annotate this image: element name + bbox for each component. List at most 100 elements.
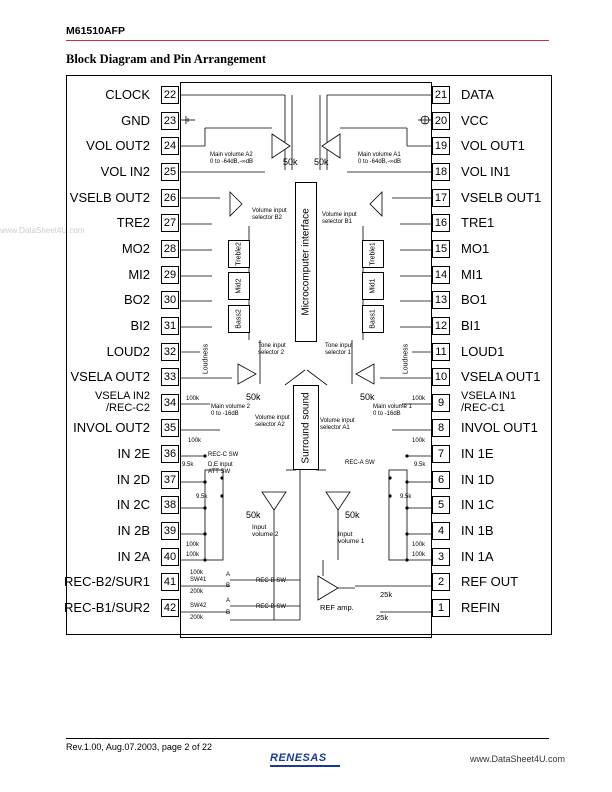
pin-31-number: 31 [161,316,179,335]
section-title: Block Diagram and Pin Arrangement [66,52,266,66]
pin-32-name: LOUD2 [106,343,150,359]
pin-35-number: 35 [161,419,179,438]
pin-16-number: 16 [432,214,450,233]
pin-9-number: 9 [432,393,450,412]
pin-42-number: 42 [161,599,179,617]
pin-37-number: 37 [161,470,179,489]
input-volume-1-label: Input volume 1 [338,531,365,545]
pin-17-name: VSELB OUT1 [461,189,542,205]
resistor-50k-a1: 50k [314,157,329,167]
loudness2-block: Loudness [200,343,212,375]
resistor-25k-b: 25k [376,613,389,622]
header-rule [66,40,549,41]
volume-selector-a1-label: Volume input selector A1 [320,418,355,431]
bass2-block: Bass2 [228,305,250,333]
pin-34-number: 34 [161,393,179,412]
pin-5-number: 5 [432,496,450,515]
switch-a-42: A [226,598,231,604]
main-volume-a2-label: Main volume A2 0 to -64dB,-∞dB [210,152,253,165]
sw41-label: SW41 [190,577,207,583]
pin-23-number: 23 [161,111,179,130]
pin-26-name: VSELB OUT2 [69,189,150,205]
pin-5-name: IN 1C [461,497,495,513]
resistor-100k-40: 100k [186,552,200,558]
loudness1-block: Loudness [400,344,412,374]
mid2-label: Mid2 [235,278,243,294]
resistor-100k-9: 100k [412,396,426,402]
surround-sound-block: Surround sound [293,385,319,470]
pin-38-number: 38 [161,496,179,515]
pin-21-number: 21 [432,86,450,104]
pin-40-number: 40 [161,547,179,566]
loudness2-label: Loudness [202,343,210,375]
resistor-100k-8: 100k [412,438,426,444]
pin-19-number: 19 [432,137,450,156]
pin-25-number: 25 [161,162,179,181]
revision-info: Rev.1.00, Aug.07.2003, page 2 of 22 [66,742,212,752]
resistor-100k-34: 100k [186,396,200,402]
pin-42-name: REC-B1/SUR2 [64,600,150,615]
pin-32-number: 32 [161,342,179,361]
pin-1-name: REFIN [461,600,500,615]
pin-24-name: VOL OUT2 [86,138,150,154]
resistor-50k-a2: 50k [283,157,298,167]
pin-4-number: 4 [432,522,450,541]
pin-36-name: IN 2E [117,446,150,462]
pin-29-name: MI2 [128,266,150,282]
tone-selector-2-label: Tone input selector 2 [258,343,286,356]
pin-17-number: 17 [432,188,450,207]
pin-13-name: BO1 [461,292,488,308]
main-volume-b2-label: Main volume 2 0 to -16dB [211,404,251,417]
renesas-logo: RENESAS [270,752,327,764]
chip-outline [180,82,432,638]
sw42-label: SW42 [190,603,207,609]
pin-30-number: 30 [161,291,179,310]
pin-24-number: 24 [161,137,179,156]
tone-selector-1-label: Tone input selector 1 [325,343,353,356]
de-input-att-switch-label: D,E input ATT SW [208,462,233,475]
treble2-label: Treble2 [235,242,243,266]
pin-6-name: IN 1D [461,471,495,487]
pin-30-name: BO2 [123,292,150,308]
pin-23-name: GND [121,112,150,128]
pin-22-name: CLOCK [105,87,150,102]
pin-21-name: DATA [461,87,494,102]
resistor-100k-4: 100k [412,542,426,548]
volume-selector-b1-label: Volume input selector B1 [322,212,357,225]
treble2-block: Treble2 [228,240,250,268]
pin-20-number: 20 [432,111,450,130]
pin-3-number: 3 [432,547,450,566]
resistor-100k-35: 100k [188,438,202,444]
pin-1-number: 1 [432,599,450,617]
pin-34-name: VSELA IN2 /REC-C2 [94,389,150,414]
microcomputer-interface-block: Microcomputer interface [295,182,317,342]
pin-11-name: LOUD1 [461,343,505,359]
resistor-50k-b1: 50k [360,392,375,402]
pin-15-number: 15 [432,239,450,258]
main-volume-b1-label: Main volume 1 0 to -16dB [373,404,413,417]
rec-b-switch-label-2: REC-B SW [256,604,286,610]
pin-12-name: BI1 [461,317,481,333]
resistor-200k-41: 200k [190,589,204,595]
rec-b-switch-label-1: REC-B SW [256,578,286,584]
pin-39-name: IN 2B [117,523,150,539]
pin-36-number: 36 [161,445,179,464]
pin-33-name: VSELA OUT2 [70,369,150,385]
pin-4-name: IN 1B [461,523,494,539]
mid2-block: Mid2 [228,272,250,300]
pin-26-number: 26 [161,188,179,207]
pin-8-name: INVOL OUT1 [461,420,538,436]
mid1-label: Mid1 [369,278,377,294]
pin-12-number: 12 [432,316,450,335]
pin-25-name: VOL IN2 [100,163,150,179]
pin-20-name: VCC [461,112,489,128]
resistor-9-5k-c: 9.5k [414,462,426,468]
pin-9-name: VSELA IN1 /REC-C1 [461,389,517,414]
website-url: www.DataSheet4U.com [470,754,566,764]
bass1-label: Bass1 [369,309,377,329]
microcomputer-interface-label: Microcomputer interface [300,208,312,316]
pin-41-number: 41 [161,573,179,592]
resistor-100k-3: 100k [412,552,426,558]
pin-13-number: 13 [432,291,450,310]
pin-29-number: 29 [161,265,179,284]
